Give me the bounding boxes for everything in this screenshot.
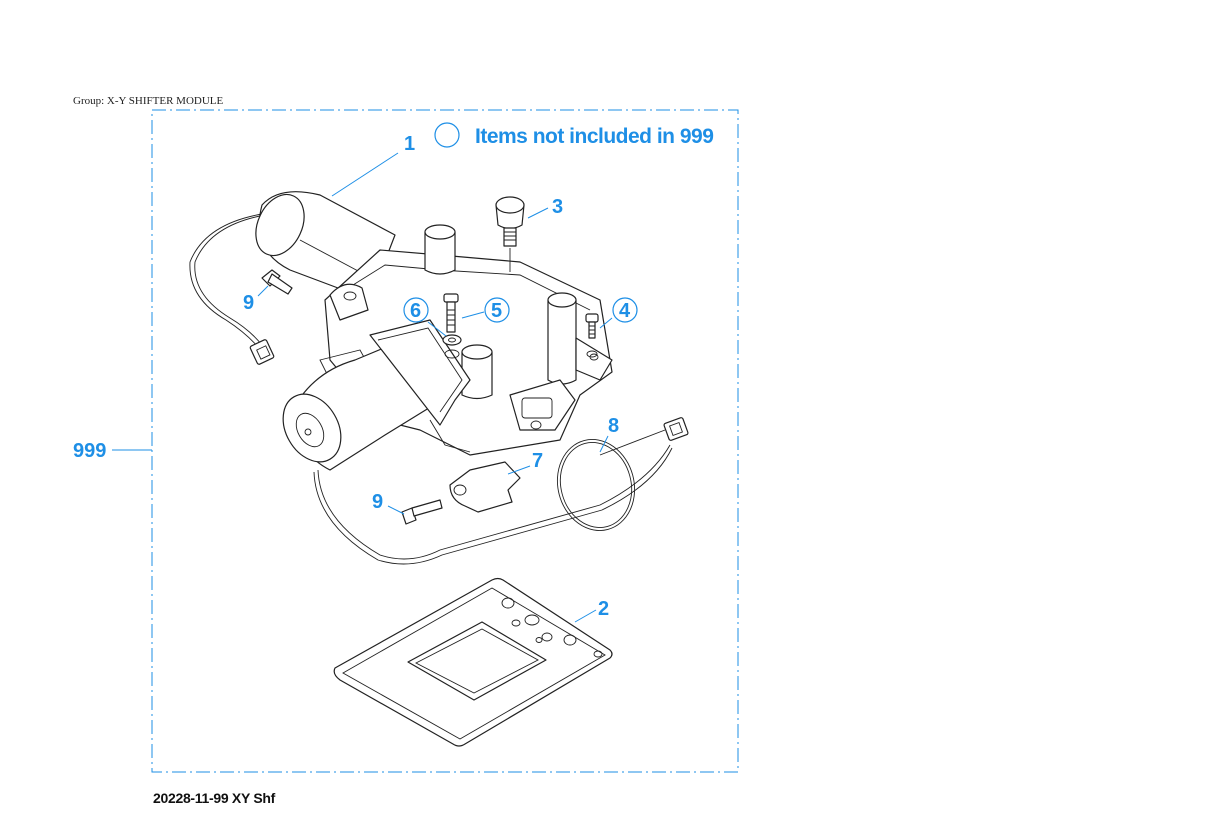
connector-left[interactable] bbox=[249, 339, 275, 365]
callout-8[interactable]: 8 bbox=[608, 415, 619, 437]
washer-6-part[interactable] bbox=[442, 334, 462, 359]
group-label: Group: X-Y SHIFTER MODULE bbox=[73, 95, 224, 107]
bolt-4-part[interactable] bbox=[585, 313, 599, 358]
harness-wire-lower bbox=[317, 444, 671, 560]
connector-right[interactable] bbox=[663, 417, 689, 441]
harness-wire-left bbox=[194, 214, 266, 346]
kit-number-label[interactable]: 999 bbox=[73, 440, 106, 462]
shifter-housing-part[interactable] bbox=[319, 224, 613, 456]
gasket-part[interactable] bbox=[333, 577, 613, 747]
front-motor-part[interactable] bbox=[271, 319, 471, 472]
bolt-9-lower[interactable] bbox=[401, 499, 443, 525]
callout-4-circle-icon bbox=[612, 297, 638, 323]
bracket-part[interactable] bbox=[449, 461, 521, 513]
legend-circle-icon bbox=[434, 122, 460, 148]
callout-7[interactable]: 7 bbox=[532, 450, 543, 472]
plug-part[interactable] bbox=[495, 196, 525, 272]
bolt-9-upper[interactable] bbox=[261, 269, 293, 295]
bolt-5-part[interactable] bbox=[443, 293, 459, 333]
legend-text: Items not included in 999 bbox=[475, 125, 713, 148]
callout-3[interactable]: 3 bbox=[552, 196, 563, 218]
callout-5-circle-icon bbox=[484, 297, 510, 323]
callout-5[interactable]: 5 bbox=[491, 300, 502, 322]
callout-6[interactable]: 6 bbox=[410, 300, 421, 322]
callout-9-upper[interactable]: 9 bbox=[243, 292, 254, 314]
callout-9-lower[interactable]: 9 bbox=[372, 491, 383, 513]
callout-4[interactable]: 4 bbox=[619, 300, 631, 322]
drawing-code: 20228-11-99 XY Shf bbox=[153, 790, 275, 806]
kit-boundary-frame bbox=[151, 109, 739, 773]
callout-1[interactable]: 1 bbox=[404, 133, 415, 155]
clip-ring-part[interactable] bbox=[547, 431, 644, 540]
callout-6-circle-icon bbox=[403, 297, 429, 323]
callout-2[interactable]: 2 bbox=[598, 598, 609, 620]
